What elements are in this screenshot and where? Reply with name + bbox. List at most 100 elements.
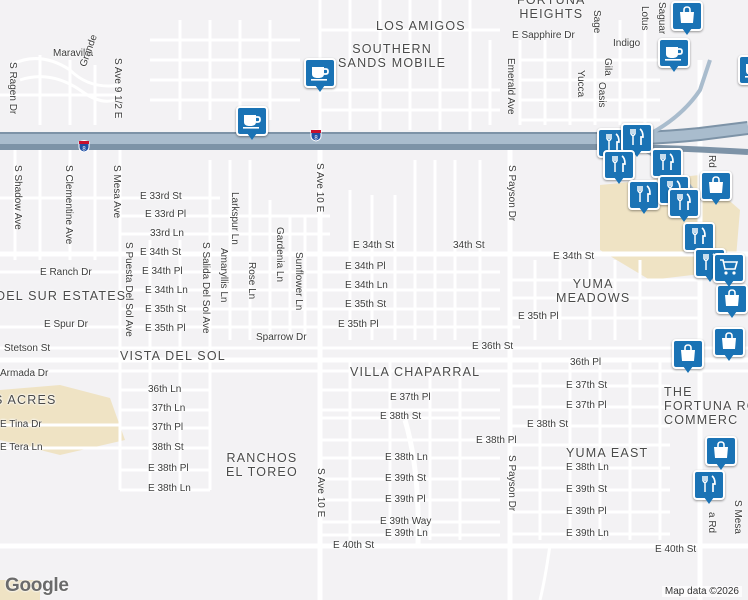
poi-marker-shopping-bag[interactable] [705,436,737,472]
street-label: E 37th Pl [390,392,431,403]
area-label-los-amigos: LOS AMIGOS [376,19,466,33]
poi-marker-restaurant[interactable] [621,123,653,159]
poi-marker-restaurant[interactable] [628,180,660,216]
street-label: E 39th Way [380,516,432,527]
poi-marker-shopping-bag[interactable] [672,339,704,375]
street-label: E 40th St [333,540,375,551]
street-label: Sunflower Ln [293,252,304,311]
street-label: E 38th Ln [566,462,609,473]
street-label: E 35th Pl [338,319,379,330]
poi-marker-shopping-bag[interactable] [716,284,748,320]
poi-marker-shopping-cart[interactable] [713,253,745,289]
shield-number: 8 [82,147,86,153]
street-label: Sage [591,10,602,34]
poi-marker-coffee[interactable] [236,106,268,142]
street-label: E 39th St [385,473,427,484]
street-label: E 38th Pl [148,463,189,474]
street-label: S Mesa Ave [111,165,122,219]
street-label: Larkspur Ln [229,192,240,245]
street-label: Yucca [575,70,586,98]
area-label-yuma-east: YUMA EAST [566,446,649,460]
street-label: Stetson St [4,343,51,354]
street-label: E 33rd Pl [145,209,187,220]
poi-marker-restaurant[interactable] [668,188,700,224]
poi-marker-shopping-bag[interactable] [700,171,732,207]
area-label-fortuna-heights: FORTUNA HEIGHTS [517,0,586,21]
street-label: E 37th Pl [566,400,607,411]
poi-marker-coffee[interactable] [304,58,336,94]
street-label: Emerald Ave [505,58,516,115]
poi-marker-restaurant[interactable] [693,470,725,506]
street-label: E 39th Ln [566,528,609,539]
interstate-8-shield-left: 8 [78,140,90,153]
street-label: E 34th St [353,240,395,251]
street-label: Gardenia Ln [274,227,285,283]
street-label: E 34th St [140,247,182,258]
street-label: Rd [706,155,717,168]
street-label: 33rd Ln [150,228,184,239]
street-label: Saguar [656,2,667,35]
street-label: 37th Pl [152,422,184,433]
street-label: E 35th St [345,299,387,310]
street-label: S Mesa [732,500,743,534]
street-label: E 34th Pl [142,266,183,277]
street-label: Sparrow Dr [256,332,307,343]
area-label-yuma-meadows: YUMA MEADOWS [556,277,631,305]
street-label: 34th St [453,240,485,251]
google-logo[interactable]: Google [5,575,69,596]
poi-marker-shopping-bag[interactable] [713,327,745,363]
street-label: S Ave 10 E [315,468,326,518]
street-label: E 39th St [566,484,608,495]
street-label: Oasis [596,82,607,108]
street-label: S Ave 10 E [314,163,325,213]
area-label-villa-chaparral: VILLA CHAPARRAL [350,365,481,379]
street-label: S Shadow Ave [12,165,23,230]
area-label-the-fortuna: THE FORTUNA RO COMMERC [664,385,748,427]
street-label: 36th Ln [148,384,182,395]
area-label-southern-sands: SOUTHERN SANDS MOBILE [338,42,447,70]
street-label: 37th Ln [152,403,186,414]
street-label: E 36th St [472,341,514,352]
street-label: E 37th St [566,380,608,391]
street-label: S Clementine Ave [63,165,74,245]
street-label: E 34th Ln [145,285,188,296]
street-label: E 40th St [655,544,697,555]
street-label: E 34th Ln [345,280,388,291]
street-label: 38th St [152,442,184,453]
street-label: E Spur Dr [44,319,88,330]
street-label: E 35th Pl [145,323,186,334]
street-label: E Sapphire Dr [512,30,575,41]
poi-marker-shopping-bag[interactable] [671,1,703,37]
street-label: S Puesta Del Sol Ave [123,242,134,337]
interstate-8-shield-center: 8 [310,129,322,142]
street-label: E 39th Pl [385,494,426,505]
area-label-ranchos-el-toreo: RANCHOS EL TOREO [226,451,298,479]
street-label: Amaryllis Ln [218,248,229,303]
street-label: E 38th St [380,411,422,422]
street-label: E 35th Pl [518,311,559,322]
poi-marker-restaurant[interactable] [603,150,635,186]
street-label: 36th Pl [570,357,602,368]
street-label: E 39th Pl [566,506,607,517]
map-attribution[interactable]: Map data ©2026 [661,586,742,597]
poi-marker-coffee[interactable] [738,55,748,91]
area-label-vista-del-sol: VISTA DEL SOL [120,349,226,363]
street-label: S Payson Dr [506,455,517,512]
shield-number: 8 [314,136,318,142]
street-label: E 34th St [553,251,595,262]
street-label: E Ranch Dr [40,267,92,278]
street-label: E 38th St [527,419,569,430]
street-label: S Payson Dr [506,165,517,222]
street-label: S Salida Del Sol Ave [200,242,211,334]
area-label-del-sur-estates: DEL SUR ESTATES [0,289,127,303]
street-label: E 38th Pl [476,435,517,446]
area-label-s-acres: S ACRES [0,393,57,407]
street-label: E 33rd St [140,191,182,202]
street-label: E 35th St [145,304,187,315]
poi-marker-coffee[interactable] [658,38,690,74]
street-label: E 34th Pl [345,261,386,272]
street-label: E 38th Ln [148,483,191,494]
street-label: S Ave 9 1/2 E [112,58,123,119]
street-label: S Ragen Dr [7,62,18,115]
